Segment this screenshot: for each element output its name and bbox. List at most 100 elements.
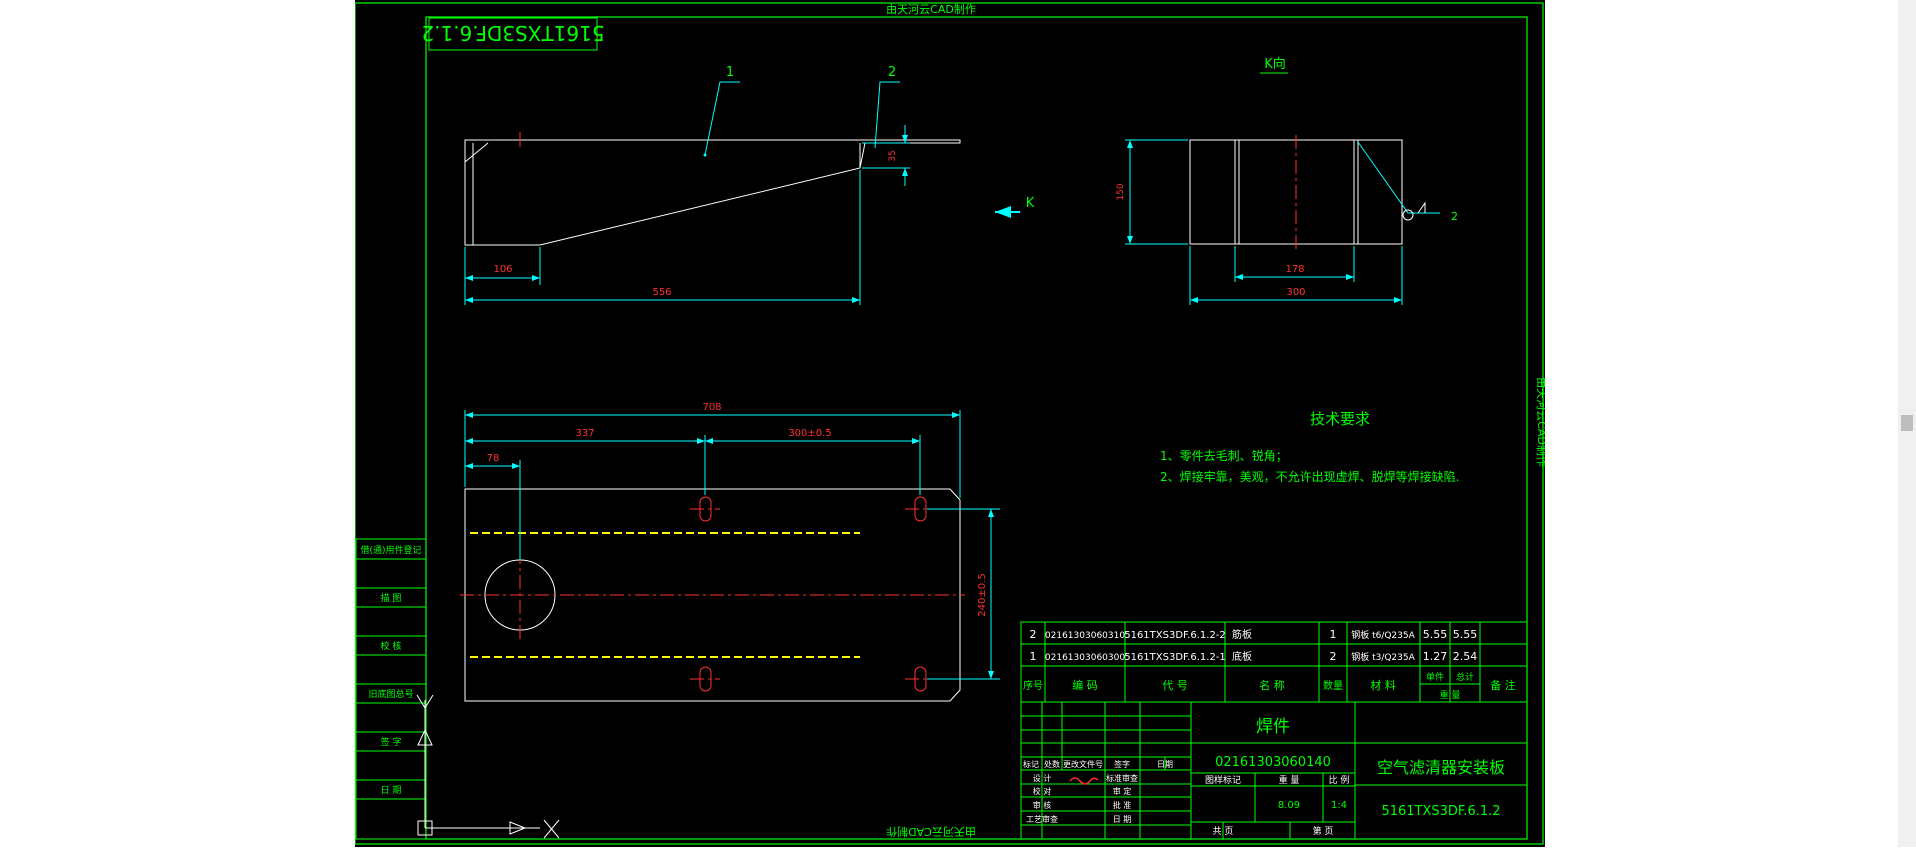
- svg-text:序号: 序号: [1023, 679, 1043, 692]
- dim-300-tol: 300±0.5: [788, 428, 831, 439]
- front-dims: [464, 125, 910, 305]
- hidden-lines: [470, 532, 860, 658]
- svg-text:5.55: 5.55: [1423, 628, 1448, 641]
- tb-stage-label: 图样标记: [1205, 774, 1241, 786]
- tb-sign-rows: 设 计 校 对 审 核 工艺审查 标准审查 审 定 批 准 日 期: [1026, 773, 1138, 824]
- svg-text:筋板: 筋板: [1232, 628, 1252, 641]
- tb-sheet-no: 第 页: [1313, 825, 1334, 837]
- bom-grid: [1020, 621, 1528, 703]
- svg-text:工艺审查: 工艺审查: [1026, 814, 1058, 824]
- svg-text:5.55: 5.55: [1453, 628, 1478, 641]
- svg-text:设 计: 设 计: [1033, 773, 1052, 783]
- side-label-0: 借(通)用件登记: [360, 544, 421, 556]
- dim-106: 106: [493, 264, 512, 275]
- k-arrow-label: K: [1026, 196, 1035, 211]
- svg-text:名 称: 名 称: [1259, 678, 1285, 692]
- tech-req-item-2: 2、焊接牢靠，美观，不允许出现虚焊、脱焊等焊接缺陷.: [1160, 469, 1459, 484]
- tb-part-name: 空气滤清器安装板: [1377, 758, 1505, 777]
- bom-row-2: 2 02161303060310 5161TXS3DF.6.1.2-2 筋板 1…: [1030, 628, 1478, 641]
- plan-dims: [464, 410, 1000, 680]
- dim-35: 35: [888, 150, 898, 161]
- svg-text:标记: 标记: [1023, 759, 1039, 769]
- svg-text:02161303060300: 02161303060300: [1045, 653, 1125, 663]
- svg-text:签字: 签字: [1114, 759, 1130, 769]
- weld-symbol: [1402, 201, 1426, 221]
- side-label-1: 描 图: [381, 592, 402, 604]
- watermark-bottom: 由天河云CAD制作: [886, 825, 976, 839]
- dim-300: 300: [1286, 287, 1305, 298]
- svg-text:标准审查: 标准审查: [1106, 773, 1138, 783]
- outer-border: [354, 2, 1544, 845]
- tb-material: 焊件: [1256, 717, 1290, 737]
- front-view: [464, 139, 961, 246]
- balloon-leaders: [704, 81, 900, 156]
- svg-text:1: 1: [1030, 650, 1037, 663]
- dim-78: 78: [487, 453, 500, 464]
- svg-text:2: 2: [1330, 650, 1337, 663]
- dim-150: 150: [1116, 183, 1126, 200]
- tb-drawing-no: 5161TXS3DF.6.1.2: [1381, 804, 1500, 819]
- k-dims: [1125, 139, 1440, 305]
- tb-weight: 8.09: [1278, 800, 1300, 811]
- cad-viewport[interactable]: 由天河云CAD制作 由天河云CAD制作 由天河云CAD制作 5161TXS3DF…: [354, 0, 1549, 847]
- bom-row-1: 1 02161303060300 5161TXS3DF.6.1.2-1 底板 2…: [1030, 650, 1478, 663]
- drawing-canvas: 由天河云CAD制作 由天河云CAD制作 由天河云CAD制作 5161TXS3DF…: [354, 2, 1549, 845]
- svg-text:总计: 总计: [1456, 671, 1474, 683]
- svg-text:2.54: 2.54: [1453, 650, 1478, 663]
- side-label-2: 校 核: [381, 640, 402, 652]
- dim-556: 556: [652, 287, 671, 298]
- slots: [699, 496, 927, 692]
- svg-text:钢板 t3/Q235A: 钢板 t3/Q235A: [1351, 651, 1415, 663]
- svg-text:5161TXS3DF.6.1.2-1: 5161TXS3DF.6.1.2-1: [1124, 652, 1226, 663]
- watermark-right: 由天河云CAD制作: [1535, 377, 1545, 467]
- weld-symbol-number: 2: [1451, 210, 1458, 223]
- svg-text:底板: 底板: [1232, 650, 1252, 663]
- svg-text:1: 1: [1330, 628, 1337, 641]
- plan-centerlines: [460, 508, 965, 680]
- dim-178: 178: [1285, 264, 1304, 275]
- title-block-grid: [1020, 701, 1528, 840]
- side-boxes: [355, 538, 427, 840]
- inner-border: [425, 16, 1528, 840]
- svg-text:备 注: 备 注: [1490, 678, 1516, 692]
- ucs-icon: [416, 694, 560, 839]
- svg-text:5161TXS3DF.6.1.2-2: 5161TXS3DF.6.1.2-2: [1124, 630, 1226, 641]
- tech-req-title: 技术要求: [1310, 410, 1370, 428]
- svg-text:单件: 单件: [1426, 671, 1444, 683]
- drawing-code-rotated: 5161TXS3DF.6.1.2: [421, 21, 604, 45]
- svg-text:1.27: 1.27: [1423, 650, 1448, 663]
- svg-text:钢板 t6/Q235A: 钢板 t6/Q235A: [1351, 629, 1415, 641]
- side-label-4: 签 字: [381, 736, 402, 748]
- tb-weight-label: 重 量: [1279, 774, 1300, 786]
- svg-text:日 期: 日 期: [1113, 815, 1132, 824]
- svg-text:材 料: 材 料: [1370, 678, 1396, 692]
- svg-text:编 码: 编 码: [1072, 678, 1098, 692]
- scrollbar-thumb[interactable]: [1901, 415, 1913, 431]
- svg-text:更改文件号: 更改文件号: [1063, 759, 1103, 769]
- side-label-5: 日 期: [381, 785, 402, 796]
- watermark-top: 由天河云CAD制作: [886, 2, 976, 16]
- svg-text:校 对: 校 对: [1033, 786, 1052, 796]
- svg-text:审 核: 审 核: [1033, 800, 1052, 810]
- side-label-3: 旧底图总号: [368, 688, 413, 700]
- svg-text:处数: 处数: [1044, 759, 1060, 769]
- code-box: [428, 17, 598, 51]
- svg-text:审 定: 审 定: [1113, 786, 1132, 796]
- dim-708: 708: [702, 402, 721, 413]
- view-label: K向: [1264, 56, 1286, 72]
- tb-scale: 1:4: [1331, 800, 1347, 811]
- svg-text:日期: 日期: [1157, 760, 1173, 769]
- svg-text:02161303060310: 02161303060310: [1045, 631, 1125, 641]
- bom-header: 序号 编 码 代 号 名 称 数量 材 料 单件 总计 重 量 备 注: [1023, 671, 1516, 701]
- vertical-scrollbar[interactable]: [1898, 0, 1916, 847]
- svg-text:批 准: 批 准: [1113, 800, 1132, 810]
- svg-text:代 号: 代 号: [1162, 679, 1188, 692]
- tb-sheets-total: 共 页: [1213, 826, 1234, 837]
- svg-text:2: 2: [1030, 628, 1037, 641]
- dim-337: 337: [575, 428, 594, 439]
- tb-scale-label: 比 例: [1329, 774, 1350, 786]
- designer-signature: [1069, 777, 1099, 785]
- tech-req-item-1: 1、零件去毛刺、锐角；: [1160, 449, 1288, 463]
- balloon-1: 1: [726, 65, 734, 80]
- svg-text:重 量: 重 量: [1440, 689, 1461, 701]
